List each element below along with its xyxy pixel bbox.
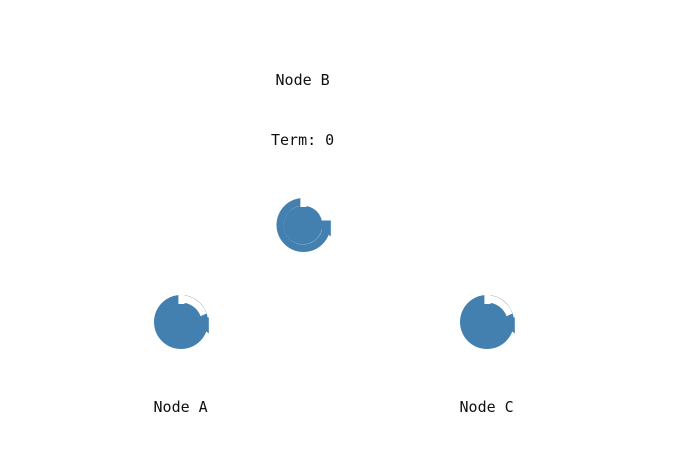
node-b-label: Node B Term: 0 xyxy=(271,30,334,190)
self-loop-arrow-icon[interactable] xyxy=(456,291,518,353)
node-a-name: Node A xyxy=(153,398,208,416)
node-b-term: Term: 0 xyxy=(271,131,335,149)
node-c-group[interactable]: Node C Term: 0 xyxy=(455,291,518,457)
self-loop-arrow-icon[interactable] xyxy=(272,194,334,256)
node-c-label: Node C Term: 0 xyxy=(455,357,518,457)
node-a-label: Node A Term: 0 xyxy=(149,357,212,457)
self-loop-arrow-icon[interactable] xyxy=(150,291,212,353)
node-b-name: Node B xyxy=(275,71,330,89)
node-a-group[interactable]: Node A Term: 0 xyxy=(149,291,212,457)
node-c-name: Node C xyxy=(459,398,514,416)
node-b-group[interactable]: Node B Term: 0 xyxy=(271,30,334,256)
